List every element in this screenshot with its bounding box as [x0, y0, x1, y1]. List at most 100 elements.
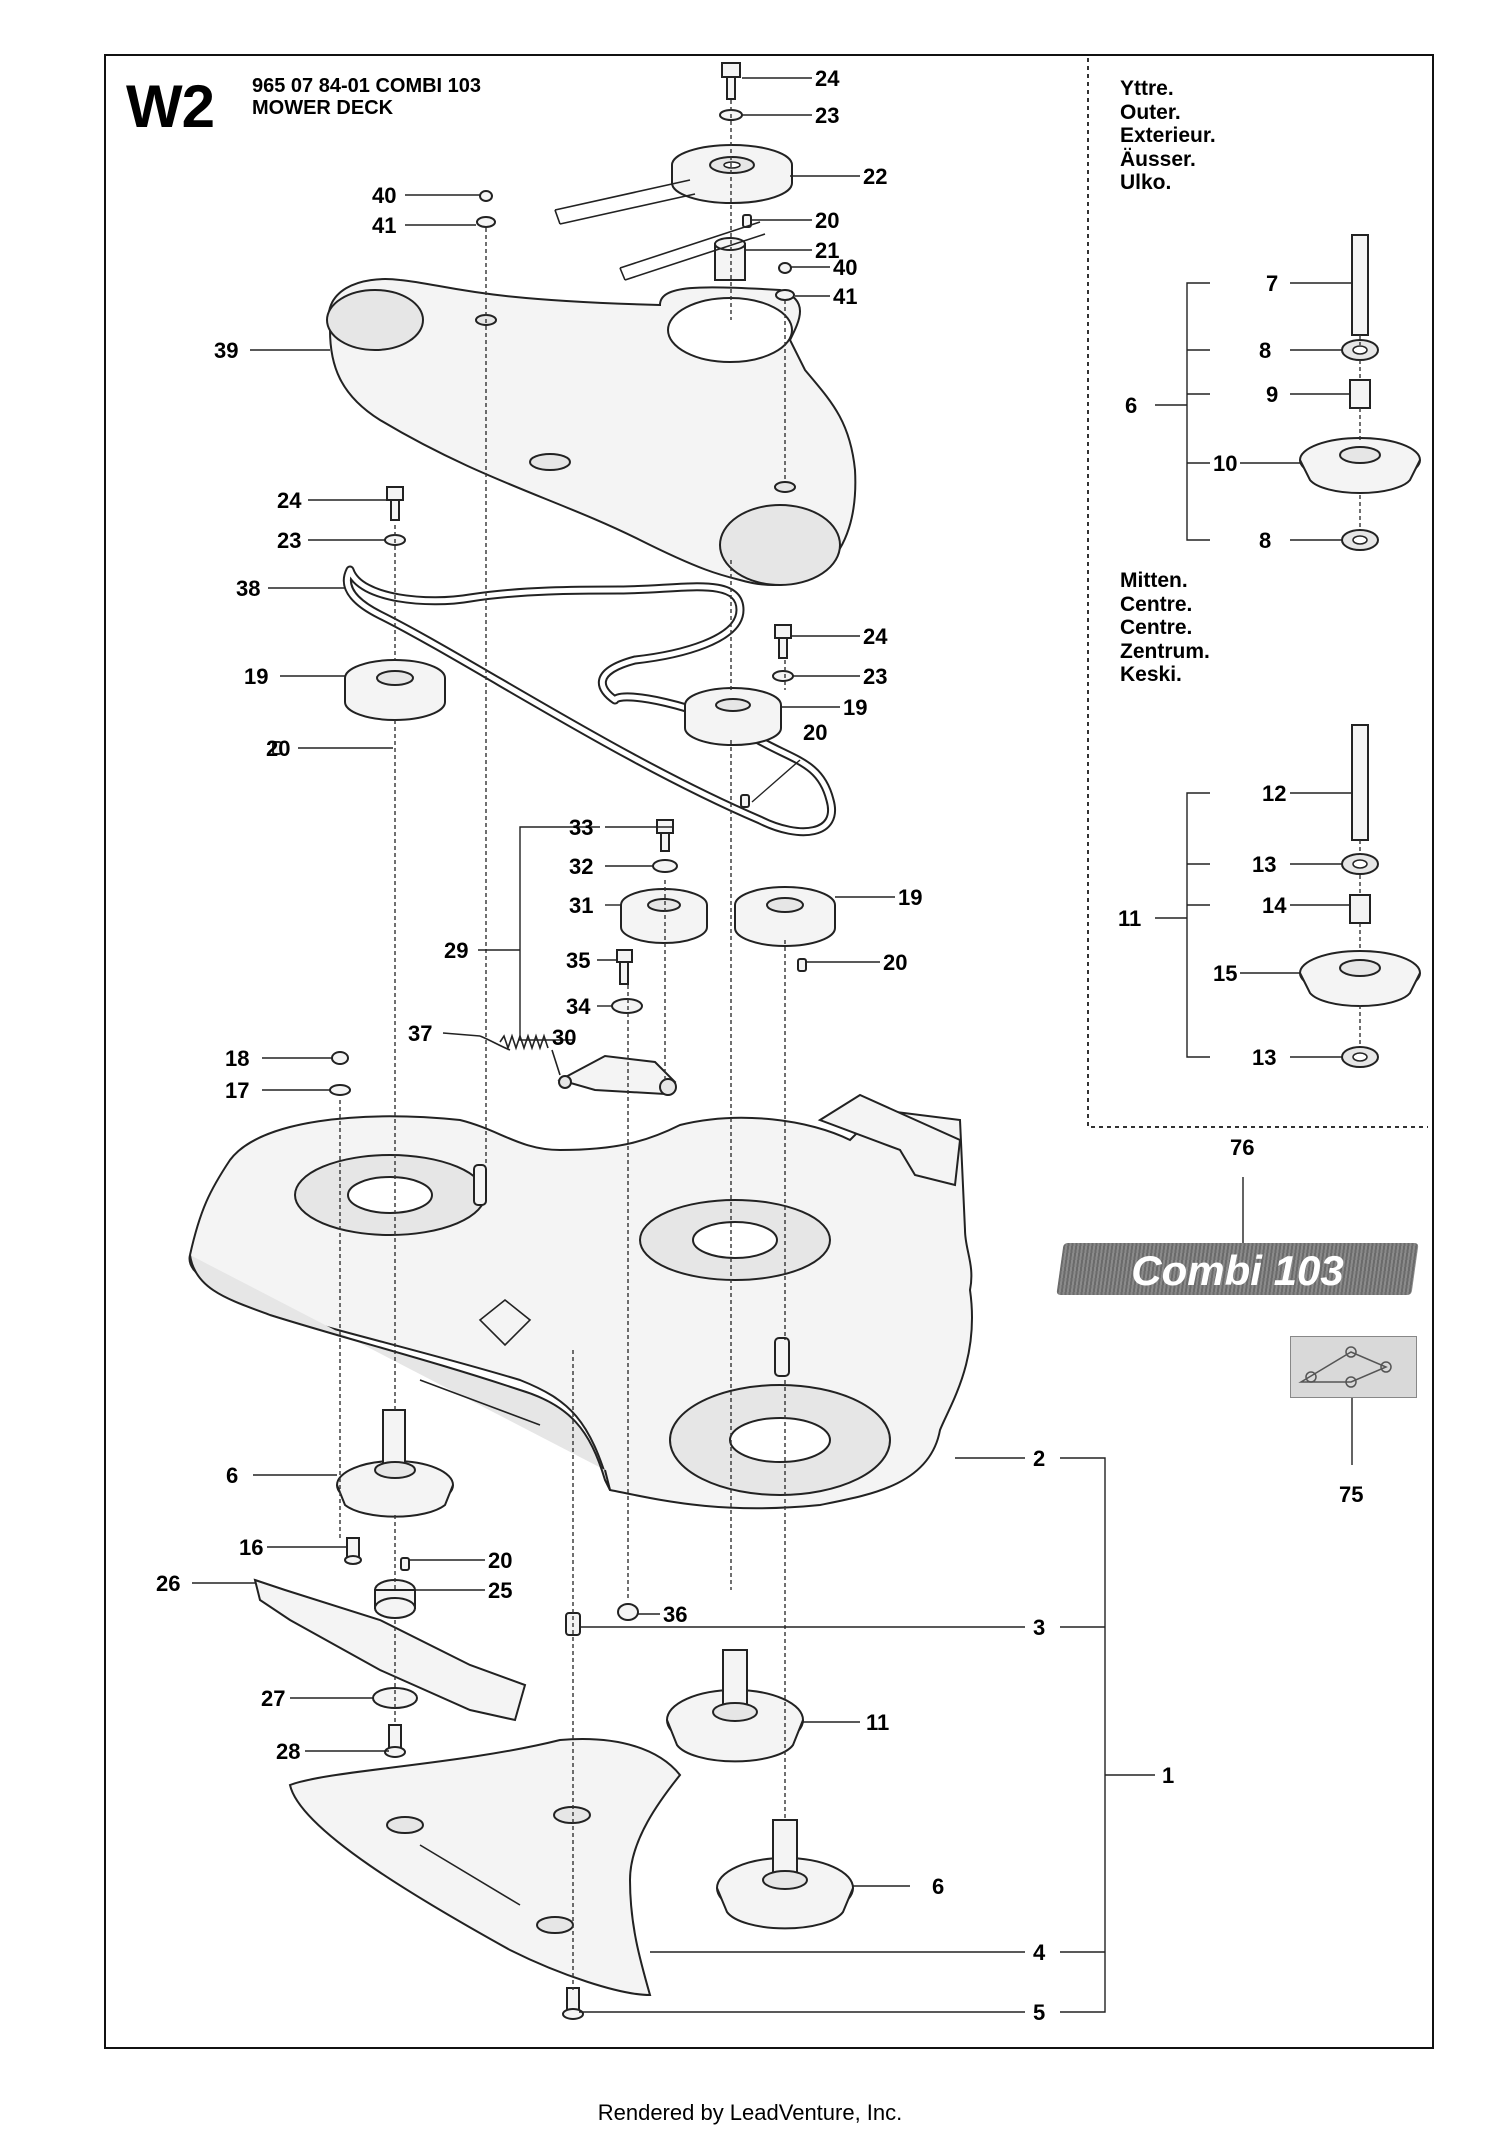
- callout-32: 32: [569, 854, 593, 879]
- callout-19: 19: [244, 664, 268, 689]
- callout-40: 40: [833, 255, 857, 280]
- key-20-right: [797, 958, 807, 972]
- callout-8: 8: [1259, 528, 1271, 553]
- nut-18: [331, 1051, 349, 1065]
- callout-24: 24: [277, 488, 302, 513]
- callout-25: 25: [488, 1578, 512, 1603]
- belt-routing-decal-graphic: [1298, 1346, 1392, 1388]
- key-20-spindle: [400, 1557, 410, 1571]
- center-label-sv: Mitten.: [1120, 569, 1188, 592]
- diagram-title: MOWER DECK: [252, 97, 394, 119]
- outer-label-fi: Ulko.: [1120, 171, 1172, 194]
- callout-14: 14: [1262, 893, 1287, 918]
- callout-11: 11: [866, 1710, 889, 1735]
- callout-19: 19: [898, 885, 922, 910]
- callout-75: 75: [1339, 1482, 1363, 1507]
- cutting-blade-26: [253, 1578, 527, 1722]
- bolt-24-left: [386, 486, 404, 521]
- key-20-center: [740, 794, 750, 808]
- callout-5: 5: [1033, 2000, 1045, 2025]
- washer-32: [652, 859, 678, 873]
- bolt-33: [656, 819, 674, 852]
- callout-15: 15: [1213, 961, 1237, 986]
- outer-label-fr: Exterieur.: [1120, 124, 1216, 147]
- callout-24: 24: [863, 624, 888, 649]
- callout-26: 26: [156, 1571, 180, 1596]
- callout-30: 30: [552, 1025, 576, 1050]
- callout-13: 13: [1252, 852, 1276, 877]
- callout-41: 41: [833, 284, 857, 309]
- inset-housing-10: [1299, 437, 1421, 495]
- diagram-frame: [104, 54, 1434, 2049]
- inset-bearing-13-bottom: [1341, 1046, 1379, 1068]
- callout-11: 11: [1118, 906, 1141, 931]
- inset-spacer-14: [1349, 894, 1371, 924]
- callout-20: 20: [803, 720, 827, 745]
- belt-routing-decal-75: [1290, 1336, 1417, 1398]
- callout-10: 10: [1213, 451, 1237, 476]
- callout-7: 7: [1266, 271, 1278, 296]
- callout-38: 38: [236, 576, 260, 601]
- callout-28: 28: [276, 1739, 300, 1764]
- spindle-6-left: [336, 1409, 454, 1518]
- pulley-19-center: [684, 687, 782, 746]
- spacer-21: [714, 237, 746, 281]
- callout-6: 6: [1125, 393, 1137, 418]
- callout-12: 12: [1262, 781, 1286, 806]
- callout-21: 21: [815, 238, 839, 263]
- callout-23: 23: [277, 528, 301, 553]
- bolt-5: [562, 1987, 584, 2020]
- outer-label-en: Outer.: [1120, 100, 1181, 124]
- model-badge-76: Combi 103: [1056, 1243, 1419, 1295]
- bolt-16: [344, 1537, 362, 1565]
- outer-label-de: Äusser.: [1120, 147, 1196, 171]
- callout-3: 3: [1033, 1615, 1045, 1640]
- callout-31: 31: [569, 893, 593, 918]
- callout-36: 36: [663, 1602, 687, 1627]
- callout-37: 37: [408, 1021, 432, 1046]
- washer-34: [611, 998, 643, 1014]
- key-20-left: [272, 741, 282, 755]
- inset-housing-15: [1299, 950, 1421, 1008]
- center-group-label: Mitten. Centre. Centre. Zentrum. Keski.: [1120, 569, 1210, 687]
- callout-2: 2: [1033, 1446, 1045, 1471]
- outer-label-sv: Yttre.: [1120, 77, 1174, 100]
- model-badge-text: Combi 103: [1131, 1247, 1344, 1294]
- belt-fragment-left: [554, 179, 766, 281]
- callout-20: 20: [815, 208, 839, 233]
- center-label-en: Centre.: [1120, 592, 1193, 616]
- callout-4: 4: [1033, 1940, 1046, 1965]
- callout-41: 41: [372, 213, 396, 238]
- inset-shaft-7: [1351, 234, 1369, 336]
- pulley-19-right: [734, 886, 836, 947]
- inset-bearing-13-top: [1341, 853, 1379, 875]
- callout-33: 33: [569, 815, 593, 840]
- leader-lines: [192, 77, 1353, 2013]
- footer-credit: Rendered by LeadVenture, Inc.: [597, 2100, 903, 2125]
- idler-arm-30: [557, 1054, 677, 1096]
- outer-group-label: Yttre. Outer. Exterieur. Äusser. Ulko.: [1120, 77, 1216, 195]
- callout-23: 23: [863, 664, 887, 689]
- callout-20: 20: [488, 1548, 512, 1573]
- bolt-24-right: [774, 624, 792, 659]
- callout-39: 39: [214, 338, 238, 363]
- assembly-axes: [339, 100, 1361, 1990]
- tension-spring-37: [479, 1033, 561, 1076]
- callout-18: 18: [225, 1046, 249, 1071]
- callout-34: 34: [566, 994, 591, 1019]
- callout-13: 13: [1252, 1045, 1276, 1070]
- callout-40: 40: [372, 183, 396, 208]
- fastener-40-41-right: [775, 262, 795, 301]
- bolt-35: [616, 949, 633, 985]
- center-label-de: Zentrum.: [1120, 639, 1210, 663]
- part-number-line: 965 07 84-01 COMBI 103: [252, 75, 482, 97]
- belt-cover-39: [326, 278, 857, 586]
- callout-17: 17: [225, 1078, 249, 1103]
- callout-9: 9: [1266, 382, 1278, 407]
- center-label-fr: Centre.: [1120, 616, 1193, 639]
- callout-19: 19: [843, 695, 867, 720]
- spindle-6-right: [716, 1819, 854, 1930]
- fastener-40-41-left: [476, 190, 496, 228]
